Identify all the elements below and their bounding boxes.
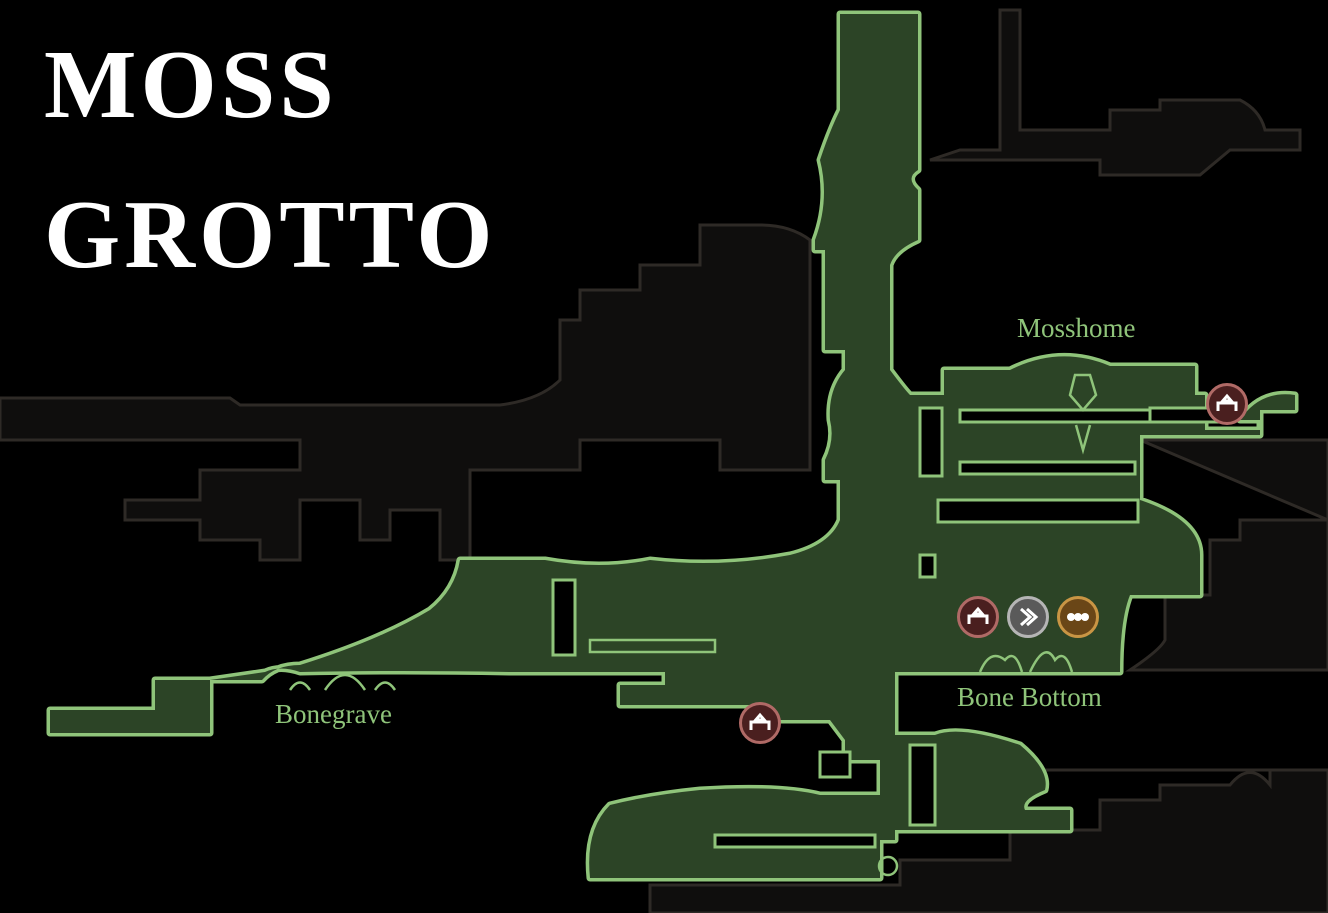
unexplored-east [1125,438,1328,672]
area-title-line2: GROTTO [44,181,497,289]
bone-bottom-huts-icon [978,651,1074,673]
bench-icon [749,712,771,730]
map-decorations [288,373,1098,877]
fast-travel-icon [1020,607,1039,627]
label-mosshome: Mosshome [1017,313,1136,343]
interior-walls [551,406,1232,849]
bridge-icon [588,638,717,654]
area-title-line1: MOSS [44,31,338,139]
bench-pin-bone-bottom[interactable] [957,596,999,638]
bonegrave-hut-icon [288,673,397,691]
unexplored-southeast [648,768,1328,913]
unexplored-west [0,223,812,562]
vendor-pin[interactable] [1057,596,1099,638]
label-bone-bottom: Bone Bottom [957,682,1102,712]
bench-pin-mosshome[interactable] [1206,383,1248,425]
mosshome-crest-icon [1068,373,1098,455]
bench-pin-lower[interactable] [739,702,781,744]
shell-icon [877,855,899,877]
fast-travel-pin[interactable] [1007,596,1049,638]
vendor-icon [1067,613,1089,621]
label-bonegrave: Bonegrave [275,699,392,729]
bench-icon [1216,393,1238,411]
unexplored-northeast [929,8,1302,177]
bench-icon [967,606,989,624]
unexplored-regions [0,8,1328,913]
